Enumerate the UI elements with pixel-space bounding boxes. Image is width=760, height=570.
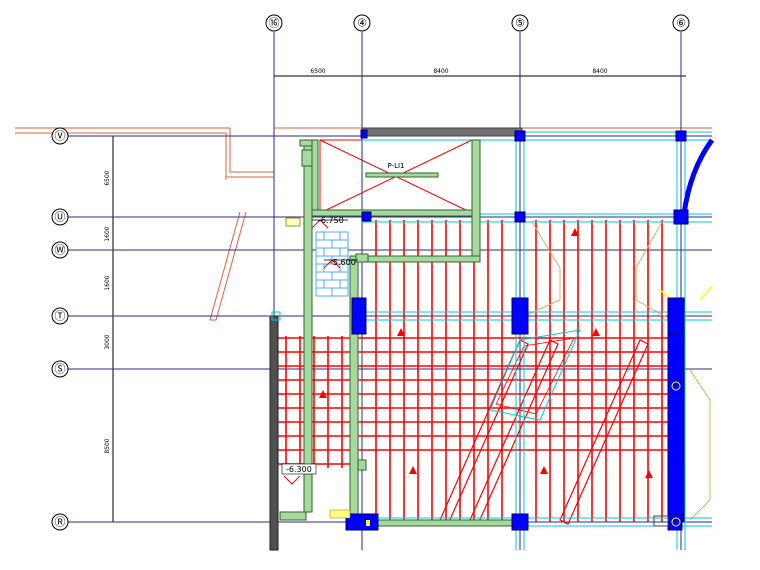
column-t6	[667, 297, 685, 335]
axis-bubble-w: Ⓦ	[51, 241, 69, 259]
column-t4	[351, 297, 367, 335]
elevation-marker-1	[285, 217, 348, 229]
rebar-horizontal	[274, 337, 668, 465]
stair-bands	[439, 329, 649, 525]
column-t5	[511, 297, 529, 335]
svg-text:⑥: ⑥	[676, 17, 686, 30]
svg-text:Ⓤ: Ⓤ	[55, 211, 66, 224]
architectural-outline	[15, 127, 712, 321]
top-dimension-3: 8400	[592, 68, 607, 75]
curved-wall	[681, 138, 715, 215]
lift-shaft	[319, 139, 473, 214]
svg-text:Ⓢ: Ⓢ	[55, 363, 66, 376]
column-box-r	[653, 515, 669, 527]
axis-bubble-t: Ⓣ	[51, 307, 69, 325]
column-r5	[511, 513, 529, 531]
axis-bubble-s: Ⓢ	[51, 360, 69, 378]
left-dimension-1: 6500	[104, 170, 111, 185]
svg-text:Ⓦ: Ⓦ	[55, 244, 66, 257]
axis-bubble-u: Ⓤ	[51, 208, 69, 226]
column-marker-2	[671, 517, 681, 527]
axis-bubble-6: ⑥	[672, 14, 690, 32]
yellow-mark-right	[699, 285, 713, 301]
lift-tag: P-LI1	[387, 162, 404, 170]
svg-text:⑯: ⑯	[269, 17, 280, 30]
top-dimension-chain	[273, 68, 686, 84]
column-v4	[360, 129, 368, 139]
elevation-label-3: -6.300	[286, 465, 312, 474]
column-u4	[361, 211, 372, 222]
column-r4	[345, 513, 379, 531]
axis-bubble-5: ⑤	[511, 14, 529, 32]
yellow-fill-1	[366, 520, 370, 526]
elevation-marker-2	[323, 259, 358, 269]
svg-text:Ⓣ: Ⓣ	[55, 310, 66, 323]
column-u5	[514, 211, 526, 223]
axis-bubble-4: ④	[353, 14, 371, 32]
column-v5	[514, 130, 526, 142]
walls	[269, 127, 523, 551]
elevation-marker-3	[281, 463, 317, 485]
yellow-fill-2	[329, 509, 351, 519]
columns	[345, 129, 689, 531]
tan-outlines	[519, 221, 711, 521]
svg-text:Ⓡ: Ⓡ	[55, 516, 66, 529]
beam-outlines	[362, 131, 712, 550]
column-v6	[675, 130, 687, 142]
triangle-markers	[319, 228, 653, 478]
left-dimension-3: 1600	[104, 275, 111, 290]
top-dimension-2: 8400	[433, 68, 448, 75]
column-marker-1	[671, 381, 681, 391]
svg-text:⑤: ⑤	[515, 17, 525, 30]
axis-bubble-r: Ⓡ	[51, 513, 69, 531]
left-dimension-chain	[106, 135, 120, 523]
axis-bubble-16: ⑯	[265, 14, 283, 32]
cyan-square	[271, 311, 281, 321]
column-u6	[673, 209, 689, 225]
svg-text:Ⓥ: Ⓥ	[55, 130, 66, 143]
axis-bubble-v: Ⓥ	[51, 127, 69, 145]
left-dimension-5: 8500	[104, 438, 111, 453]
masonry-block	[315, 231, 349, 297]
elevation-label-1: -6.750	[318, 216, 344, 225]
left-dimension-2: 1600	[104, 226, 111, 241]
svg-text:④: ④	[357, 17, 367, 30]
rebar-vertical	[285, 220, 663, 522]
top-dimension-1: 6500	[310, 68, 325, 75]
left-dimension-4: 3000	[104, 334, 111, 349]
elevation-label-2: -5.600	[330, 258, 356, 267]
